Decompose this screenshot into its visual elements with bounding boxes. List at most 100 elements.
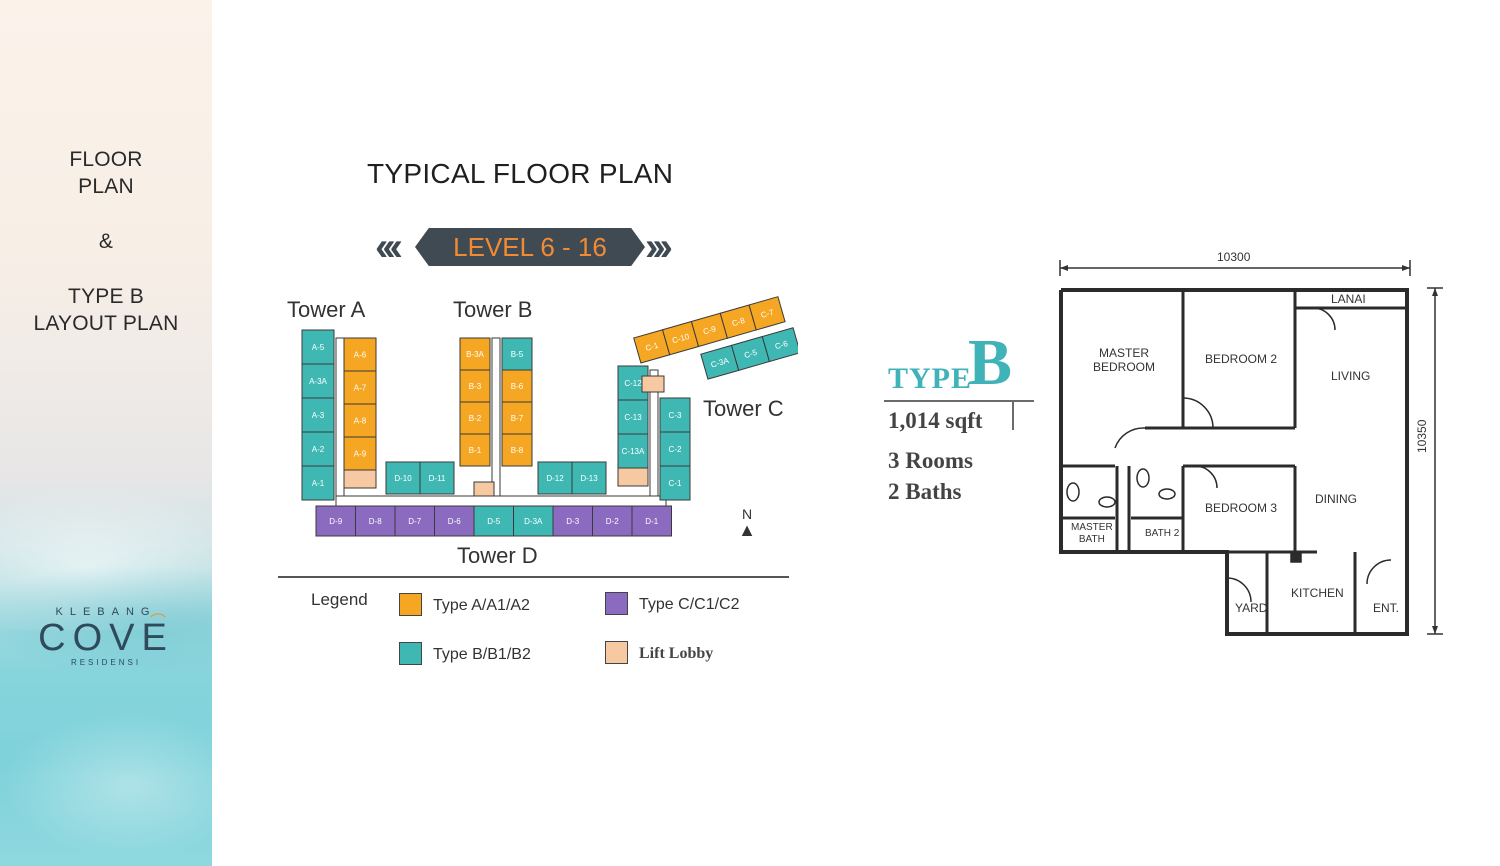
site-plan-diagram: A-5A-3AA-3A-2A-1A-6A-7A-8A-9B-3AB-3B-2B-… — [301, 296, 798, 537]
unit-block — [501, 433, 533, 467]
unit-label: A-7 — [354, 384, 367, 393]
unit-block — [459, 433, 491, 467]
unit-label: D-5 — [487, 517, 500, 526]
logo-top-text: KLEBANG — [55, 606, 157, 618]
logo-bottom-text: RESIDENSI — [70, 658, 142, 667]
unit-block — [459, 401, 491, 435]
room-bath-2: BATH 2 — [1145, 528, 1180, 539]
unit-label: D-9 — [329, 517, 342, 526]
unit-label: A-3A — [309, 377, 327, 386]
unit-block — [513, 505, 554, 537]
unit-floor-plan-drawing — [1059, 260, 1443, 636]
unit-block — [501, 401, 533, 435]
unit-block — [473, 505, 514, 537]
unit-block — [617, 433, 649, 469]
sidebar-title-line: PLAN — [78, 175, 134, 198]
unit-label: D-11 — [429, 474, 446, 483]
corridor — [335, 337, 345, 501]
unit-label: D-6 — [448, 517, 461, 526]
sea-highlight-lower — [0, 700, 212, 866]
sidebar: FLOOR PLAN & TYPE B LAYOUT PLAN ⌒ KLEBAN… — [0, 0, 212, 866]
page-title: TYPICAL FLOOR PLAN — [367, 158, 674, 189]
unit-label: B-3 — [469, 382, 482, 391]
unit-block — [592, 505, 633, 537]
logo-main-text: COVE — [38, 617, 174, 659]
unit-block — [748, 296, 786, 331]
unit-label: C-1 — [669, 479, 682, 488]
unit-label: B-2 — [469, 414, 482, 423]
unit-label: A-9 — [354, 450, 367, 459]
chevron-right-icon: ››› — [645, 225, 673, 269]
room-master-bath: MASTER BATH — [1071, 522, 1113, 546]
unit-label: A-6 — [354, 351, 367, 360]
sidebar-title-line: LAYOUT PLAN — [33, 312, 179, 335]
unit-block — [473, 481, 495, 497]
tower-c-wing: C-1C-10C-9C-8C-7C-3AC-5C-6 — [633, 296, 798, 380]
level-label: LEVEL 6 - 16 — [415, 228, 645, 266]
unit-layout-plan: 10300 10350 LANAI MASTER BEDROOM BEDROOM… — [1055, 248, 1455, 648]
room-label-line: BEDROOM — [1093, 360, 1156, 374]
unit-block — [343, 403, 377, 438]
unit-label: C-6 — [774, 339, 789, 351]
bird-icon: ⌒ — [150, 614, 167, 631]
room-lanai: LANAI — [1331, 292, 1366, 306]
unit-block — [434, 505, 475, 537]
legend-swatch — [605, 641, 628, 664]
tower-c-label: Tower C — [703, 396, 784, 421]
room-dining: DINING — [1315, 492, 1357, 506]
room-entrance: ENT. — [1373, 601, 1400, 615]
unit-label: B-7 — [511, 414, 524, 423]
unit-label: D-10 — [394, 474, 412, 483]
unit-width-dimension: 10300 — [1217, 250, 1251, 264]
unit-block — [571, 461, 607, 495]
unit-area: 1,014 sqft — [888, 408, 983, 433]
legend-title: Legend — [311, 590, 368, 609]
unit-block — [659, 465, 691, 501]
unit-block — [552, 505, 593, 537]
unit-block — [315, 505, 356, 537]
sea-shade — [0, 560, 212, 680]
unit-label: A-5 — [312, 343, 325, 352]
north-indicator: N ▲ — [736, 506, 758, 540]
unit-label: C-9 — [702, 324, 717, 336]
unit-block — [641, 375, 665, 393]
legend-label: Type C/C1/C2 — [639, 596, 740, 613]
unit-label: B-6 — [511, 382, 524, 391]
unit-label: D-3 — [566, 517, 579, 526]
unit-label: C-3 — [669, 411, 682, 420]
unit-block — [343, 469, 377, 489]
room-label-line: MASTER — [1099, 346, 1150, 360]
room-living: LIVING — [1331, 369, 1371, 383]
room-bedroom-3: BEDROOM 3 — [1205, 501, 1278, 515]
room-label-line: MASTER — [1071, 522, 1113, 533]
sidebar-title-line: FLOOR — [69, 148, 143, 171]
unit-label: D-7 — [408, 517, 421, 526]
unit-label: C-2 — [669, 445, 682, 454]
north-arrow-icon: ▲ — [738, 520, 756, 540]
corridor — [335, 495, 667, 507]
unit-label: C-13 — [624, 413, 642, 422]
unit-label: C-8 — [731, 316, 746, 328]
unit-block — [301, 397, 335, 433]
tower-b-label: Tower B — [453, 297, 533, 322]
unit-label: C-7 — [760, 308, 775, 320]
unit-label: D-2 — [606, 517, 619, 526]
unit-baths: 2 Baths — [888, 479, 962, 504]
unit-block — [301, 329, 335, 365]
unit-block — [394, 505, 435, 537]
unit-block — [459, 337, 491, 371]
unit-label: A-3 — [312, 411, 325, 420]
tower-a-label: Tower A — [287, 297, 366, 322]
type-divider — [884, 400, 1034, 402]
unit-label: A-1 — [312, 479, 325, 488]
unit-label: B-8 — [511, 446, 524, 455]
divider — [278, 576, 789, 578]
unit-label: D-13 — [580, 474, 598, 483]
unit-block — [537, 461, 573, 495]
room-bedroom-2: BEDROOM 2 — [1205, 352, 1278, 366]
unit-block — [301, 465, 335, 501]
sidebar-title-layout-plan: TYPE B LAYOUT PLAN — [0, 283, 212, 337]
sea-highlight — [0, 470, 212, 630]
sidebar-title-floor-plan: FLOOR PLAN — [0, 146, 212, 200]
unit-rooms: 3 Rooms — [888, 448, 973, 473]
